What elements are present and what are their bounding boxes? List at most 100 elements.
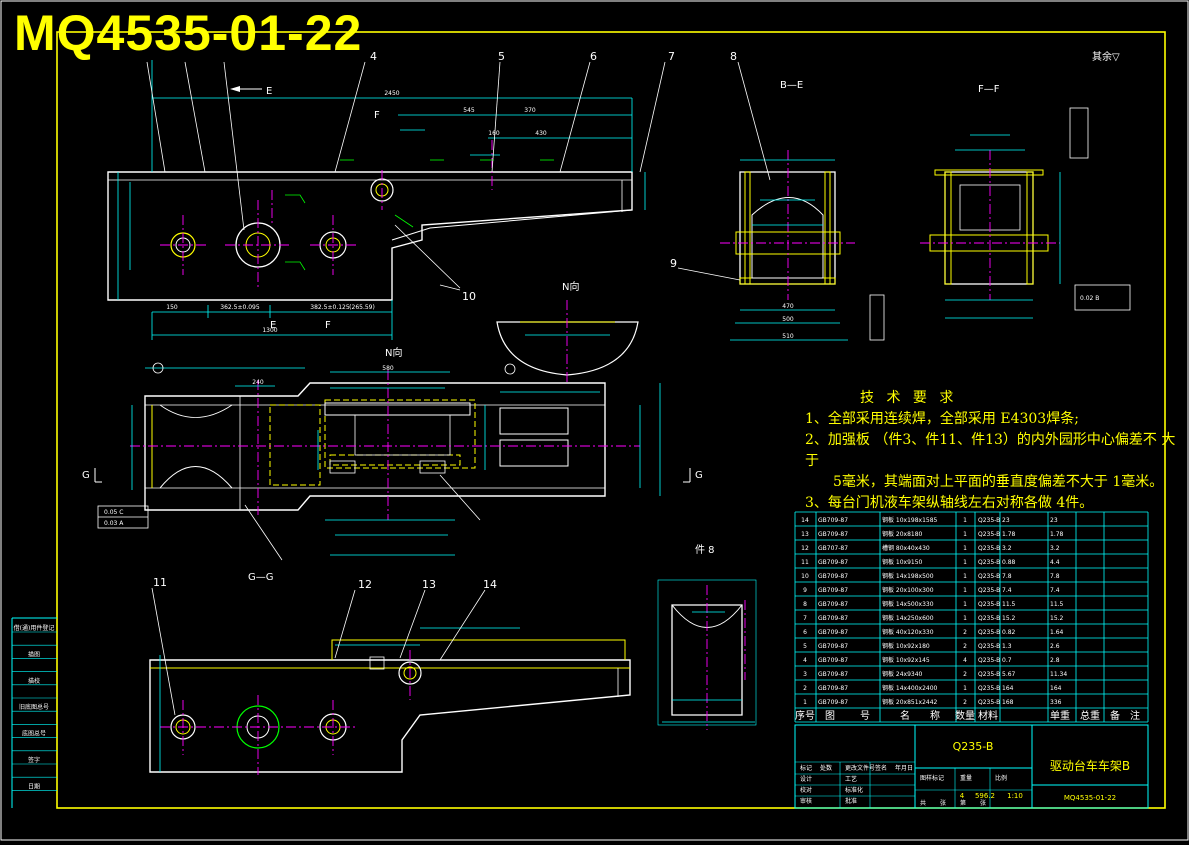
title-block-label: 工艺 [845,775,857,783]
dim-430: 430 [535,130,547,137]
inner-frame [56,31,1166,809]
bom-cell: Q235-B [978,587,1000,594]
part-name-label: 驱动台车车架B [1050,758,1130,773]
bom-cell: 钢板 14x400x2400 [882,684,938,692]
bom-cell: 1 [963,517,967,524]
bom-cell: 168 [1002,699,1014,706]
scale-label: 1:10 [1007,792,1023,800]
title-block-label: 年月日 [895,764,913,772]
bom-cell: 钢板 20x851x2442 [882,698,938,706]
front-elevation-view [107,60,666,340]
bom-cell: 0.7 [1002,657,1012,664]
bom-cell: 5 [803,643,807,650]
bom-cell: 1 [963,587,967,594]
bom-header-cell: 总重 [1080,709,1100,722]
bom-cell: 4 [963,657,967,664]
bom-cell: 1 [963,559,967,566]
f-bottom-label: F [325,320,331,331]
left-strip-label: 日期 [28,782,40,790]
bom-header-cell: 单重 [1050,709,1070,722]
bom-cell: 7.8 [1002,573,1012,580]
bom-cell: 1 [803,699,807,706]
g-g-view [149,587,631,775]
dim-382: 382.5±0.125 [310,304,350,311]
bom-header-cell: 数量 [955,709,975,722]
part-callout-8: 8 [730,50,737,63]
g-right-label: G [695,470,703,481]
bom-cell: Q235-B [978,671,1000,678]
part8-detail [657,579,757,730]
f-top-label: F [374,110,380,121]
dim-370: 370 [524,107,536,114]
left-strip-label: 借(通)用件登记 [14,624,55,632]
g-left-label: G [82,470,90,481]
bom-cell: 2 [963,699,967,706]
bom-cell: 2.6 [1050,643,1060,650]
title-block-label: 审核 [800,797,812,805]
bom-header-cell: 名 [900,709,910,722]
n-view-label: N向 [562,280,579,293]
bom-cell: 钢板 10x92x145 [882,656,930,664]
technical-requirements: 技 术 要 求 1、全部采用连续焊，全部采用 E4303焊条; 2、加强板 （件… [805,388,1189,514]
bom-header-cell: 注 [1130,709,1140,722]
bom-cell: 1 [963,601,967,608]
bom-cell: 10 [801,573,809,580]
dim-overall: 2450 [384,90,399,97]
bom-cell: 钢板 10x9150 [882,558,923,566]
bom-cell: 4 [803,657,807,664]
bom-cell: 15.2 [1002,615,1016,622]
dim-470: 470 [782,303,794,310]
tech-heading: 技 术 要 求 [860,390,958,406]
bom-cell: 3.2 [1002,545,1012,552]
title-block-label: 批准 [845,797,857,805]
bom-cell: 336 [1050,699,1062,706]
bom-cell: 1.78 [1050,531,1064,538]
n-view-label-2: N向 [385,346,402,359]
bom-cell: 8 [803,601,807,608]
bom-cell: 11.34 [1050,671,1067,678]
bom-cell: GB709-87 [818,587,848,594]
bom-cell: 7 [803,615,807,622]
bom-cell: 钢板 14x500x330 [882,600,934,608]
title-block-label: 重量 [960,774,972,782]
title-block-label: 图样标记 [920,774,944,782]
section-be-label: B—E [780,80,803,91]
bom-cell: 2 [963,629,967,636]
bom-cell: GB709-87 [818,517,848,524]
bom-cell: Q235-B [978,629,1000,636]
bom-cell: 12 [801,545,809,552]
bom-cell: Q235-B [978,545,1000,552]
bom-cell: 0.82 [1002,629,1016,636]
bom-cell: GB709-87 [818,643,848,650]
bom-header-cell: 图 [825,710,835,722]
bom-header-cell: 材料 [978,709,998,722]
tech-item-1: 1、全部采用连续焊，全部采用 E4303焊条; [805,411,1079,427]
bom-cell: 钢板 10x92x180 [882,642,930,650]
gg-label: G—G [248,572,274,583]
bom-cell: 1 [963,685,967,692]
dim-1300: 1300 [262,327,277,334]
tolerance-0: 0.05 C [104,509,123,516]
bom-cell: 3.2 [1050,545,1060,552]
bom-header-cell: 序号 [795,709,815,722]
section-b-e [677,61,855,341]
bom-cell: 槽钢 80x40x430 [882,544,930,552]
bom-cell: 1 [963,531,967,538]
dim-510: 510 [782,333,794,340]
bom-cell: GB709-87 [818,601,848,608]
bom-cell: Q235-B [978,559,1000,566]
bom-cell: 钢板 20x8180 [882,530,923,538]
bom-cell: Q235-B [978,601,1000,608]
bom-cell: 13 [801,531,809,538]
bom-cell: Q235-B [978,615,1000,622]
bom-cell: GB709-87 [818,531,848,538]
bom-cell: 164 [1002,685,1014,692]
section-ff-label: F—F [978,84,1000,95]
bom-cell: 2 [803,685,807,692]
bom-cell: 1.78 [1002,531,1016,538]
bom-header-cell: 备 [1110,709,1120,722]
bom-cell: GB709-87 [818,657,848,664]
